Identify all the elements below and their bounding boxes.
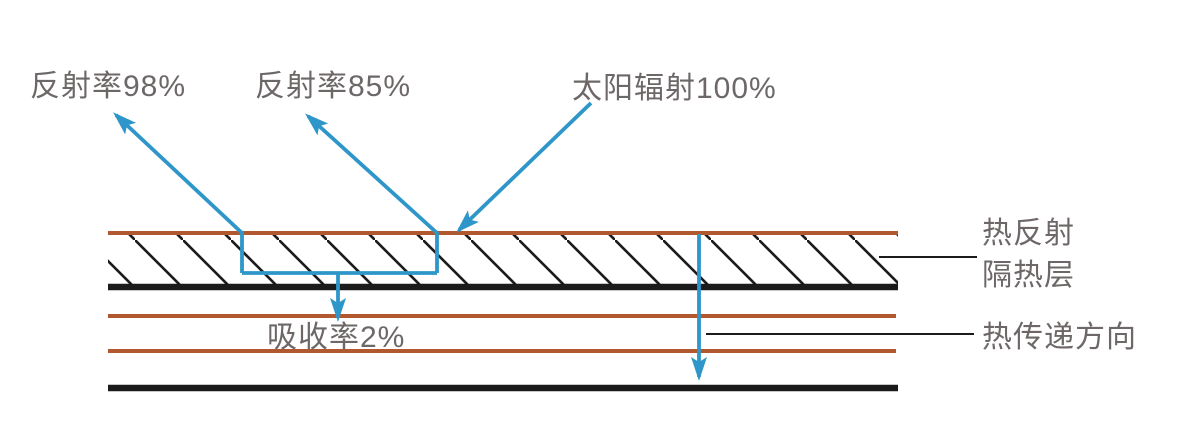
label-solar-radiation: 太阳辐射100% bbox=[572, 72, 777, 105]
label-heat-transfer-direction: 热传递方向 bbox=[982, 321, 1137, 354]
insulation-hatch-layer bbox=[108, 235, 898, 285]
label-absorption: 吸收率2% bbox=[267, 321, 406, 354]
label-reflectance-98: 反射率98% bbox=[30, 70, 187, 103]
arrow-reflectance-98 bbox=[113, 112, 244, 273]
arrow-solar-radiation bbox=[456, 101, 593, 233]
label-insulation-layer: 热反射 隔热层 bbox=[982, 217, 1075, 292]
arrow-reflectance-85 bbox=[305, 113, 439, 273]
label-reflectance-85: 反射率85% bbox=[255, 70, 412, 103]
